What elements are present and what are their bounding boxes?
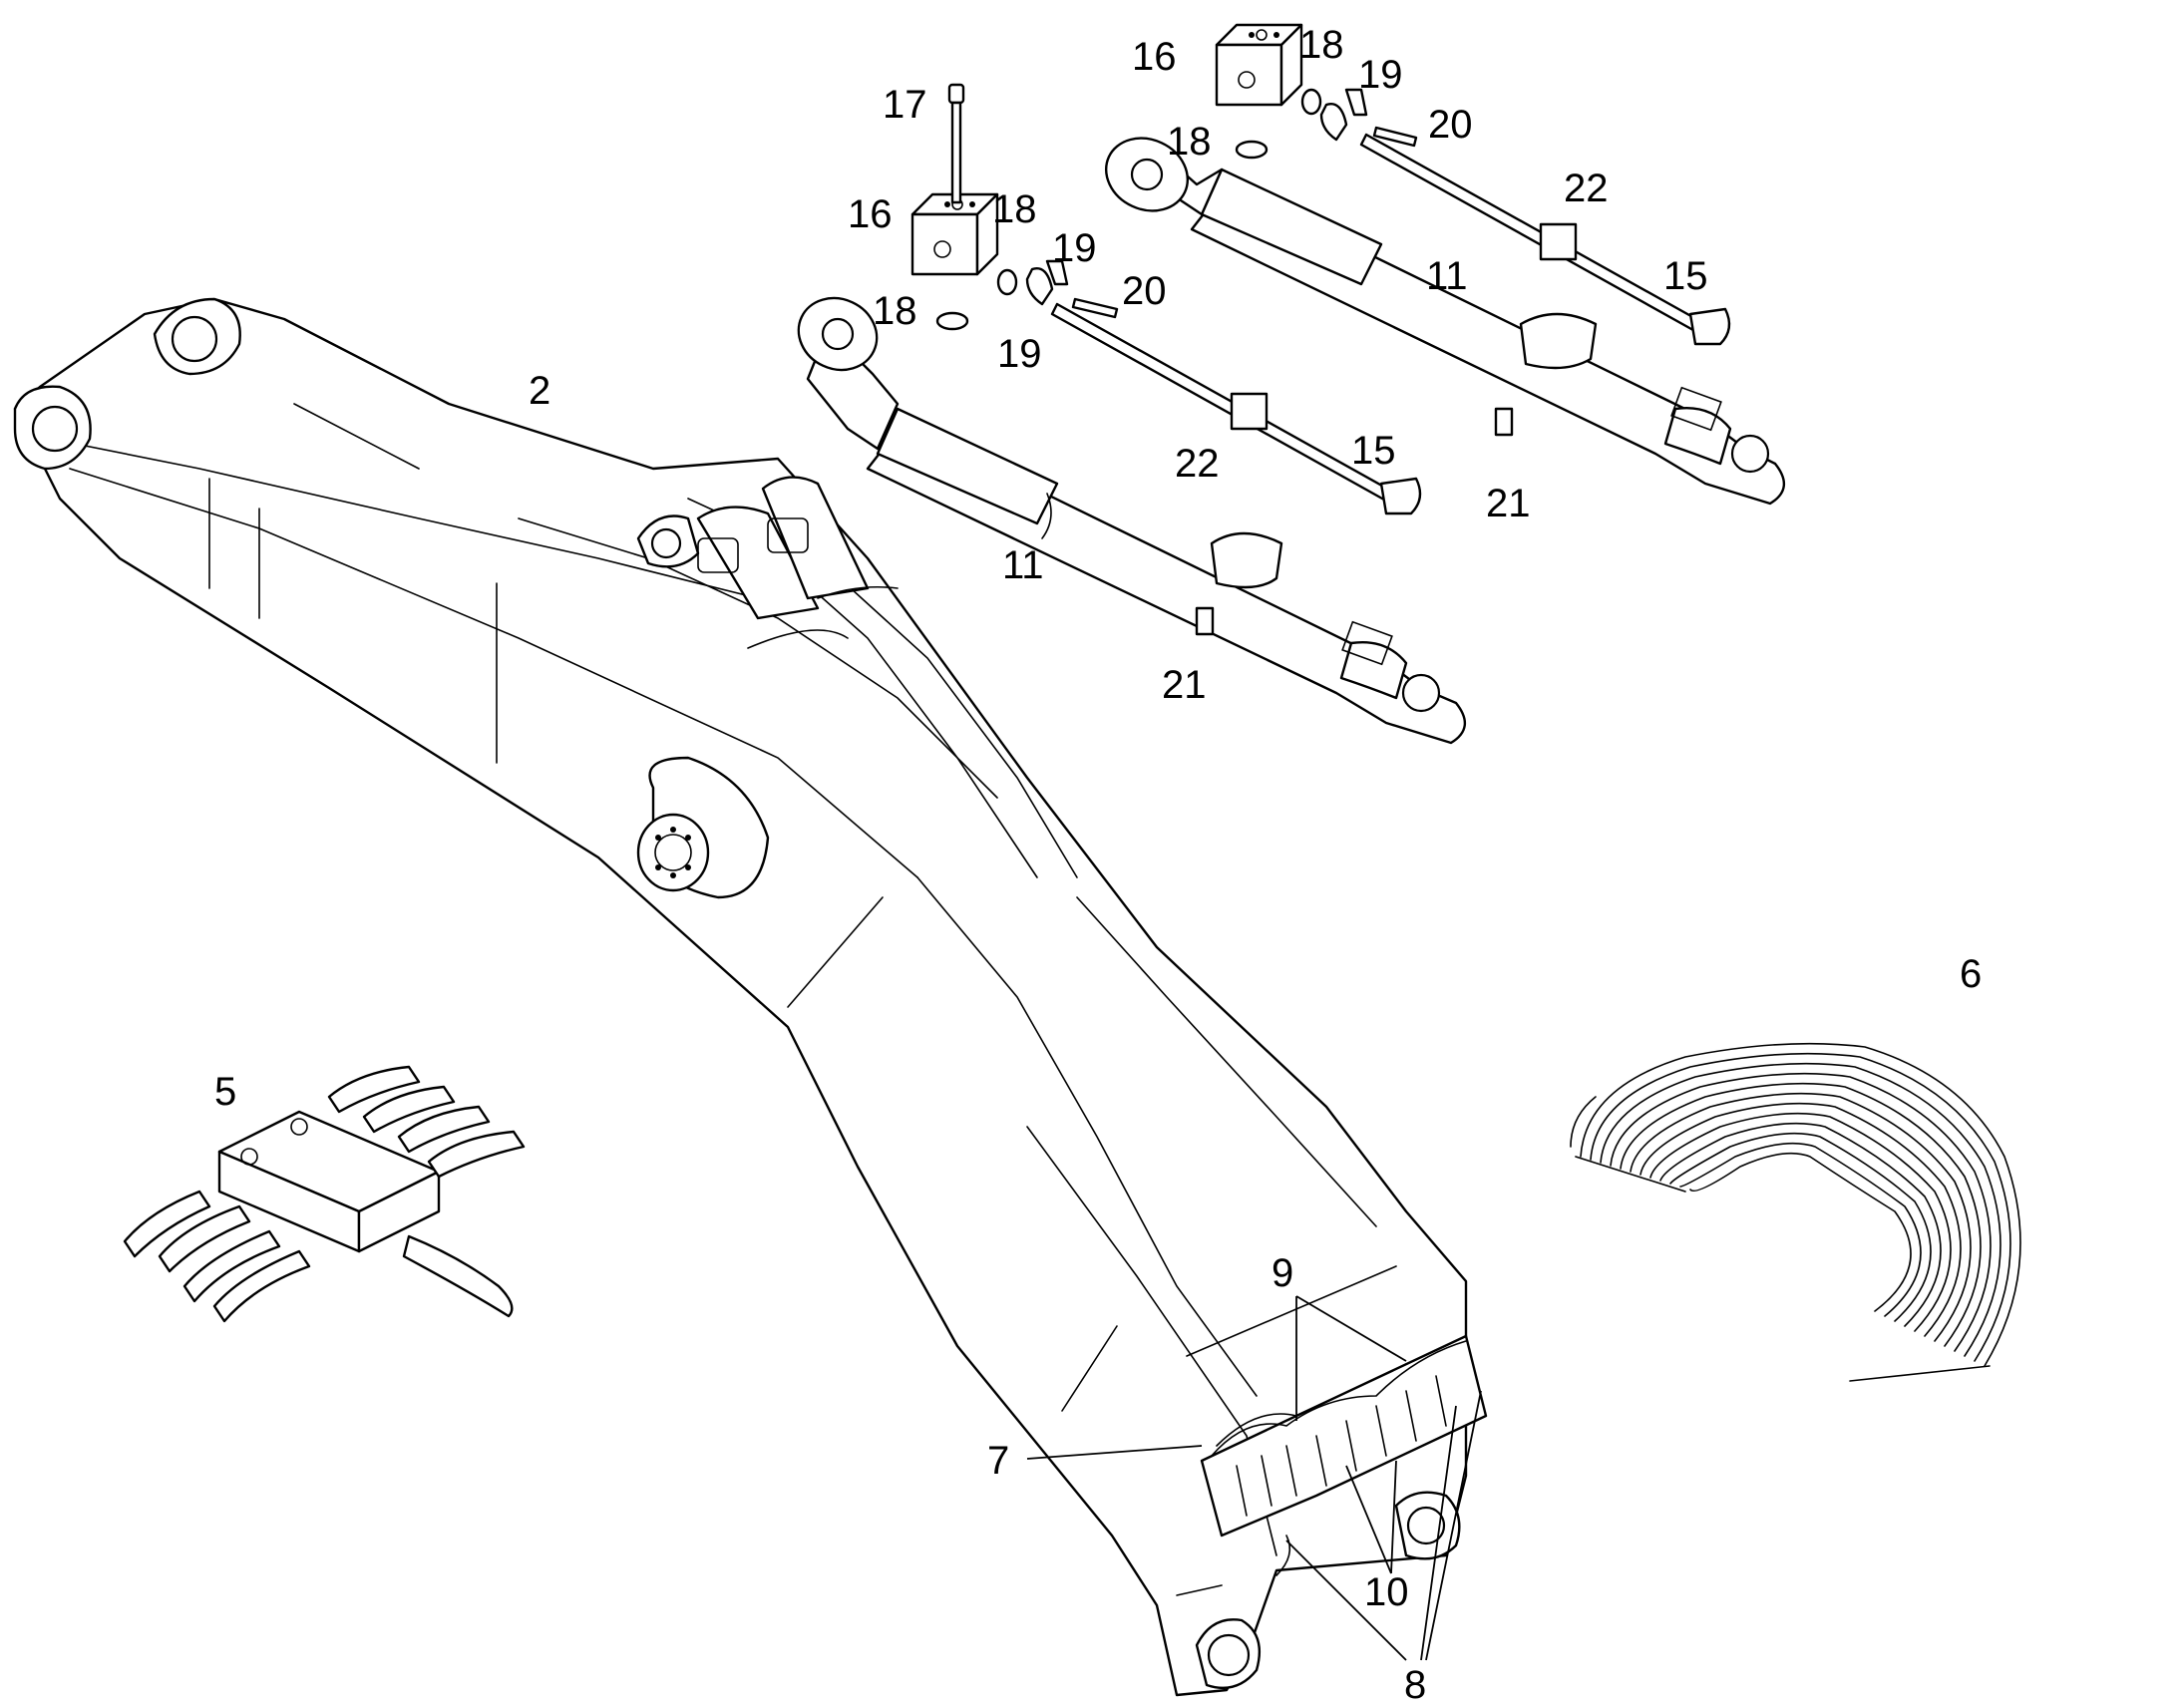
label-5: 5 [214, 1070, 236, 1114]
manifold-part-5 [123, 1065, 526, 1323]
label-7: 7 [987, 1439, 1009, 1483]
label-18-d: 18 [1167, 120, 1212, 164]
label-17: 17 [883, 83, 927, 127]
label-16-lower: 16 [848, 192, 893, 236]
label-18-b: 18 [873, 289, 917, 333]
label-11-lower: 11 [1002, 543, 1044, 587]
label-16-upper: 16 [1132, 35, 1177, 79]
label-2: 2 [529, 369, 550, 413]
label-21-upper: 21 [1486, 482, 1531, 525]
label-15-lower: 15 [1351, 429, 1396, 473]
hose-bundle-part-6 [1570, 1042, 2021, 1382]
label-6: 6 [1960, 952, 1982, 996]
label-20-b: 20 [1428, 103, 1473, 147]
label-21-lower: 21 [1162, 663, 1207, 707]
label-9: 9 [1272, 1251, 1293, 1295]
label-11-upper: 11 [1426, 254, 1468, 298]
label-18-c: 18 [1299, 23, 1344, 67]
label-8: 8 [1404, 1663, 1426, 1707]
label-18-a: 18 [992, 187, 1037, 231]
hydraulic-cylinder-upper [1104, 137, 1785, 506]
label-20-a: 20 [1122, 269, 1167, 313]
label-19-b: 19 [997, 332, 1042, 376]
label-10: 10 [1364, 1570, 1409, 1614]
boom-part-2 [13, 297, 1488, 1697]
part-labels: 2 5 6 7 9 10 8 11 11 15 15 16 16 17 18 1… [214, 23, 1982, 1707]
valve-block-lower [910, 192, 1422, 515]
label-15-upper: 15 [1663, 254, 1708, 298]
hydraulic-cylinder-lower [797, 296, 1466, 745]
bolt-part-17 [947, 83, 965, 204]
label-22-upper: 22 [1564, 167, 1609, 210]
valve-block-upper [1215, 23, 1731, 346]
label-22-lower: 22 [1175, 442, 1220, 486]
label-19-c: 19 [1358, 53, 1403, 97]
leader-lines [1026, 1295, 1482, 1661]
label-19-a: 19 [1052, 226, 1097, 270]
